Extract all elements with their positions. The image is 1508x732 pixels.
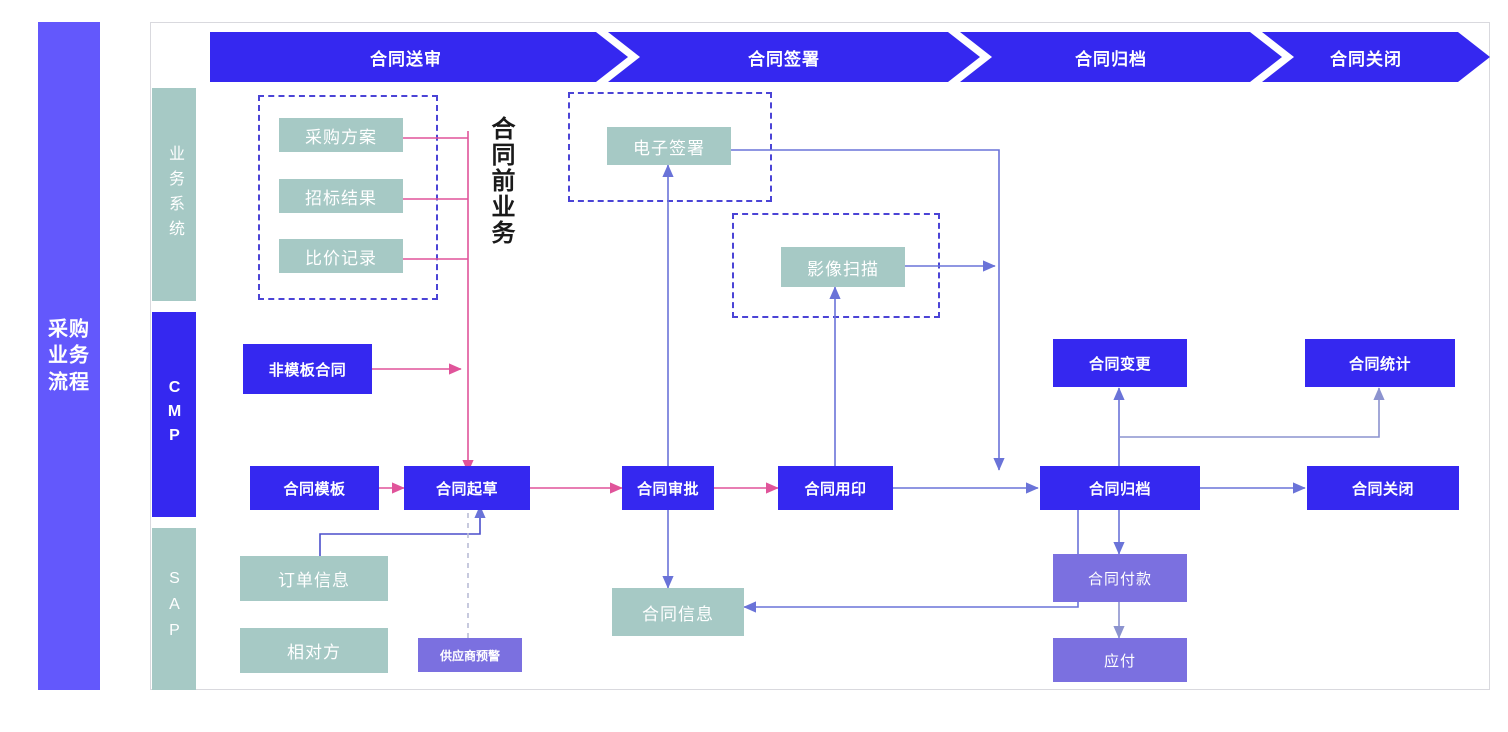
node-e-signature[interactable]: 电子签署	[607, 127, 731, 165]
node-supplier-alert[interactable]: 供应商预警	[418, 638, 522, 672]
node-contract-payment[interactable]: 合同付款	[1053, 554, 1187, 602]
phase-contract-review[interactable]: 合同送审	[210, 32, 628, 82]
lane-label-business-system: 业务系统	[152, 88, 196, 301]
node-label: 合同起草	[435, 480, 498, 498]
node-contract-close[interactable]: 合同关闭	[1307, 466, 1459, 510]
phase-label: 合同归档	[1075, 49, 1147, 69]
node-price-compare[interactable]: 比价记录	[279, 239, 403, 273]
phase-header: 合同送审 合同签署 合同归档 合同关闭	[210, 32, 1490, 82]
node-contract-template[interactable]: 合同模板	[250, 466, 379, 510]
group-pre-contract	[258, 95, 438, 300]
node-label: 影像扫描	[807, 259, 879, 279]
group-e-signature	[568, 92, 772, 202]
node-counterparty[interactable]: 相对方	[240, 628, 388, 673]
node-non-template-contract[interactable]: 非模板合同	[243, 344, 372, 394]
lane-label-text: SAP	[166, 570, 183, 648]
node-label: 合同变更	[1088, 355, 1151, 373]
node-label: 合同归档	[1088, 480, 1151, 498]
phase-label: 合同签署	[748, 49, 820, 69]
node-purchase-plan[interactable]: 采购方案	[279, 118, 403, 152]
node-bid-result[interactable]: 招标结果	[279, 179, 403, 213]
node-label: 采购方案	[305, 127, 377, 147]
node-image-scan[interactable]: 影像扫描	[781, 247, 905, 287]
node-label: 相对方	[287, 643, 341, 662]
node-label: 招标结果	[305, 188, 377, 208]
node-contract-seal[interactable]: 合同用印	[778, 466, 893, 510]
node-contract-stats[interactable]: 合同统计	[1305, 339, 1455, 387]
node-label: 合同用印	[804, 480, 867, 498]
node-label: 订单信息	[278, 571, 350, 590]
node-label: 合同审批	[636, 480, 699, 498]
node-label: 非模板合同	[268, 361, 347, 379]
lane-label-cmp: CMP	[152, 312, 196, 517]
lane-label-text: CMP	[166, 378, 183, 451]
node-contract-archive[interactable]: 合同归档	[1040, 466, 1200, 510]
node-label: 合同信息	[642, 604, 714, 624]
node-label: 应付	[1103, 652, 1136, 670]
page-title: 采购 业务 流程	[48, 318, 90, 394]
node-label: 合同付款	[1087, 570, 1152, 588]
phase-contract-archive[interactable]: 合同归档	[960, 32, 1282, 82]
node-contract-draft[interactable]: 合同起草	[404, 466, 530, 510]
node-label: 合同统计	[1348, 355, 1411, 373]
phase-contract-sign[interactable]: 合同签署	[608, 32, 980, 82]
diagram-title-bar: 采购 业务 流程	[38, 22, 100, 690]
annotation-pre-contract-business: 合同前业务	[487, 116, 514, 246]
node-order-info[interactable]: 订单信息	[240, 556, 388, 601]
node-label: 合同关闭	[1351, 480, 1414, 498]
node-label: 供应商预警	[439, 648, 500, 663]
node-label: 比价记录	[305, 248, 377, 268]
node-label: 合同模板	[283, 480, 346, 498]
node-payable[interactable]: 应付	[1053, 638, 1187, 682]
node-contract-approval[interactable]: 合同审批	[622, 466, 714, 510]
phase-label: 合同关闭	[1330, 49, 1402, 69]
phase-label: 合同送审	[370, 49, 442, 69]
node-contract-change[interactable]: 合同变更	[1053, 339, 1187, 387]
lane-label-text: 业务系统	[166, 144, 183, 245]
phase-contract-close[interactable]: 合同关闭	[1262, 32, 1490, 82]
node-contract-info[interactable]: 合同信息	[612, 588, 744, 636]
lane-label-sap: SAP	[152, 528, 196, 690]
node-label: 电子签署	[633, 138, 705, 158]
